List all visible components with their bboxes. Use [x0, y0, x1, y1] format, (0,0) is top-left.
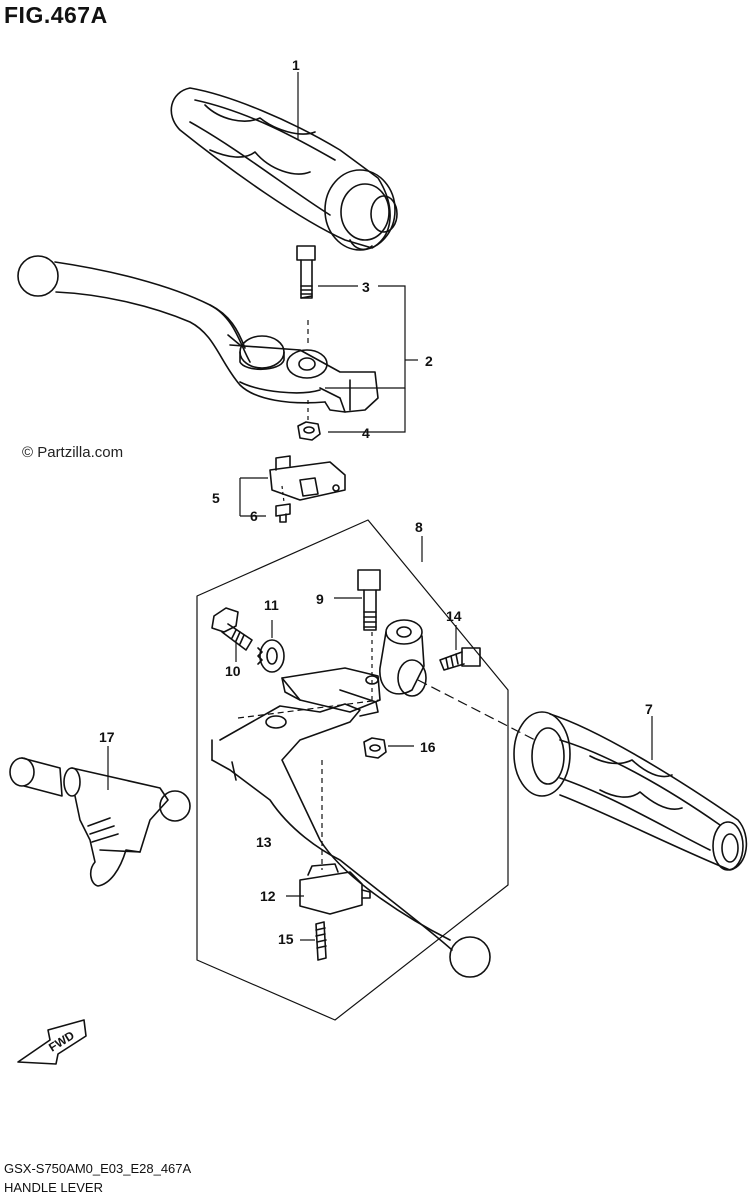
figure-title: FIG.467A: [4, 2, 108, 28]
callout-4: 4: [362, 425, 370, 441]
clutch-switch-screw[interactable]: [315, 921, 327, 961]
throttle-pulley-assembly[interactable]: [9, 757, 191, 887]
callout-9: 9: [316, 591, 324, 607]
callout-6: 6: [250, 508, 258, 524]
brake-light-switch[interactable]: [269, 455, 346, 501]
callout-7: 7: [645, 701, 653, 717]
clutch-switch[interactable]: [299, 863, 371, 915]
holder-clamp-bolt[interactable]: [439, 647, 481, 671]
callout-14: 14: [446, 608, 462, 624]
callout-16: 16: [420, 739, 436, 755]
clutch-assembly-frame: [196, 519, 509, 1021]
fwd-label: FWD: [46, 1028, 77, 1055]
callout-2: 2: [425, 353, 433, 369]
callout-5: 5: [212, 490, 220, 506]
model-code: GSX-S750AM0_E03_E28_467A: [4, 1161, 192, 1176]
clutch-pivot-bolt[interactable]: [357, 569, 381, 631]
fwd-arrow: [17, 1019, 87, 1065]
callout-12: 12: [260, 888, 276, 904]
switch-screw[interactable]: [275, 503, 291, 523]
left-handlebar-grip[interactable]: [513, 711, 748, 871]
lever-nut[interactable]: [297, 421, 321, 441]
throttle-grip[interactable]: [170, 87, 398, 251]
callout-11: 11: [264, 597, 279, 613]
clutch-lever-holder[interactable]: [281, 619, 427, 717]
callout-10: 10: [225, 663, 241, 679]
callout-15: 15: [278, 931, 294, 947]
callout-17: 17: [99, 729, 115, 745]
callout-13: 13: [256, 834, 272, 850]
callout-3: 3: [362, 279, 370, 295]
leader-lines: [107, 72, 653, 941]
brake-lever-assembly[interactable]: [17, 255, 379, 413]
clutch-lever[interactable]: [211, 703, 491, 978]
pivot-bolt[interactable]: [296, 245, 316, 299]
callout-labels: 1 2 3 4 5 6 7 8 9 10 11 12 13 14 15 16 1…: [99, 57, 653, 947]
watermark: © Partzilla.com: [22, 444, 124, 461]
callout-1: 1: [292, 57, 300, 73]
clutch-lever-nut[interactable]: [363, 737, 387, 759]
section-name: HANDLE LEVER: [4, 1180, 103, 1195]
star-washer[interactable]: [257, 639, 285, 673]
callout-8: 8: [415, 519, 423, 535]
holder-bolt[interactable]: [211, 607, 253, 651]
